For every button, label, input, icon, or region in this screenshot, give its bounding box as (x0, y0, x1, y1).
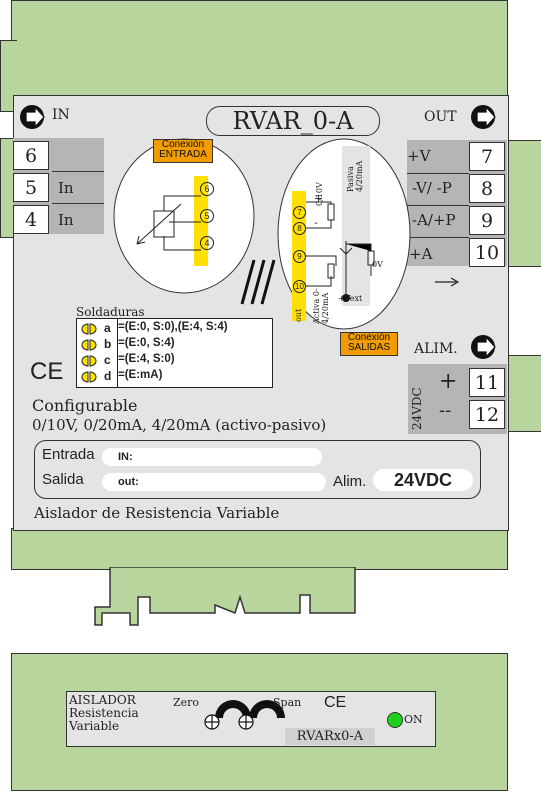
output-wiring-diagram (277, 138, 411, 330)
output-out-label: out (294, 308, 303, 322)
input-pin-6: 6 (200, 182, 214, 196)
input-pin-5: 5 (200, 209, 214, 223)
isolation-barrier-icon (240, 259, 276, 305)
input-terminal-5-label: In (58, 179, 74, 197)
soldaduras-divider (117, 319, 118, 387)
output-terminal-8: 8 (469, 174, 505, 203)
input-terminal-4-label: In (58, 211, 74, 229)
soldaduras-letter: d (104, 369, 112, 383)
conexion-salidas-tag: Conexión SALIDAS (340, 332, 398, 356)
output-activa-label: Activa 0-4/20mA (312, 288, 330, 324)
front-line1: AISLADOR (69, 693, 136, 707)
ranges-label: 0/10V, 0/20mA, 4/20mA (activo-pasivo) (32, 416, 327, 434)
input-terminal-divider (52, 203, 104, 204)
alim-form-value[interactable]: 24VDC (373, 469, 473, 491)
out-arrow-icon (471, 105, 496, 129)
soldaduras-text: =(E:mA) (118, 369, 163, 381)
output-pin-9: 9 (293, 250, 306, 263)
out-label: OUT (424, 109, 457, 125)
solder-pad-icon (81, 371, 97, 383)
in-arrow-icon (20, 105, 45, 129)
power-terminal-12: 12 (469, 400, 505, 429)
output-terminal-8-label: -V/ -P (412, 179, 452, 197)
rail-right-top (507, 140, 541, 267)
power-terminal-11: 11 (469, 368, 505, 397)
input-pin-4: 4 (200, 236, 214, 250)
power-terminal-11-label: + (439, 369, 458, 394)
front-model: RVARx0-A (285, 728, 375, 745)
soldaduras-text: =(E:0, S:0),(E:4, S:4) (118, 321, 228, 333)
output-pin-8: 8 (293, 222, 306, 235)
device-description: Aislador de Resistencia Variable (34, 504, 280, 522)
zero-trimmer-icon[interactable] (203, 696, 253, 730)
zero-label: Zero (173, 696, 200, 709)
span-label: Span (273, 696, 302, 709)
entrada-label: Entrada (42, 446, 95, 463)
output-v-range-label: 0/10V (315, 182, 324, 206)
soldaduras-table (76, 318, 273, 388)
alim-form-label: Alim. (333, 473, 367, 490)
ce-mark: CE (30, 358, 64, 385)
output-terminal-divider (407, 237, 469, 238)
model-box: RVAR_0-A (206, 106, 380, 136)
span-trimmer-icon[interactable] (237, 696, 287, 730)
in-label: IN (52, 107, 70, 123)
housing-bottom (11, 528, 508, 570)
power-terminal-12-label: -- (439, 400, 452, 421)
output-pasiva-label: Pasiva 4/20mA (346, 160, 364, 192)
soldaduras-text: =(E:4, S:0) (118, 353, 175, 365)
input-wiring-diagram (113, 138, 255, 294)
solder-pad-icon (81, 339, 97, 351)
output-terminal-divider (407, 173, 469, 174)
input-terminal-4: 4 (13, 205, 49, 234)
output-0v-label: 0V (372, 260, 383, 269)
output-pin-7: 7 (293, 206, 306, 219)
rail-right-bottom (507, 355, 541, 432)
input-terminal-5: 5 (13, 173, 49, 202)
conexion-entrada-tag: Conexión ENTRADA (153, 139, 213, 163)
power-voltage-label: 24VDC (410, 387, 424, 430)
soldaduras-letter: b (104, 337, 112, 351)
input-terminal-divider (52, 171, 104, 172)
output-terminal-9-label: -A/+P (412, 211, 456, 229)
soldaduras-text: =(E:0, S:4) (118, 337, 175, 349)
soldaduras-letter: c (104, 353, 111, 367)
output-terminal-10: 10 (469, 238, 505, 267)
front-line2: Resistencia (69, 706, 139, 720)
housing-top (11, 0, 508, 98)
output-right-arrow-icon (435, 277, 460, 287)
output-pin-10: 10 (293, 280, 306, 293)
soldaduras-title: Soldaduras (76, 305, 145, 319)
alim-arrow-icon (471, 335, 496, 359)
output-terminal-7-label: +V (407, 147, 431, 165)
output-terminal-9: 9 (469, 206, 505, 235)
solder-pad-icon (81, 355, 97, 367)
label-panel: IN RVAR_0-A OUT 6 5 In 4 In +V 7 -V/ -P … (13, 95, 509, 531)
configurable-label: Configurable (32, 396, 138, 415)
output-plus-label: + (314, 192, 324, 205)
settings-form: Entrada IN: Salida out: Alim. 24VDC (34, 440, 481, 499)
output-terminal-divider (407, 205, 469, 206)
alim-label: ALIM. (414, 341, 458, 357)
front-line3: Variable (69, 719, 120, 733)
soldaduras-letter: a (104, 321, 111, 335)
led-on-icon (387, 712, 403, 728)
front-label: AISLADOR Resistencia Variable Zero Span … (66, 691, 436, 747)
entrada-field[interactable]: IN: (102, 448, 322, 466)
salida-field[interactable]: out: (102, 473, 326, 491)
housing-top-left-slope (0, 40, 17, 112)
front-ce-mark: CE (324, 694, 347, 711)
output-minus-label: - (314, 216, 318, 229)
input-terminal-6: 6 (13, 141, 49, 170)
output-terminal-10-label: +A (409, 245, 433, 263)
salida-label: Salida (42, 471, 84, 488)
output-vext-label: +Vext (338, 294, 363, 303)
output-terminal-7: 7 (469, 142, 505, 171)
solder-pad-icon (81, 323, 97, 335)
din-clip (94, 567, 356, 626)
led-label: ON (404, 713, 423, 726)
